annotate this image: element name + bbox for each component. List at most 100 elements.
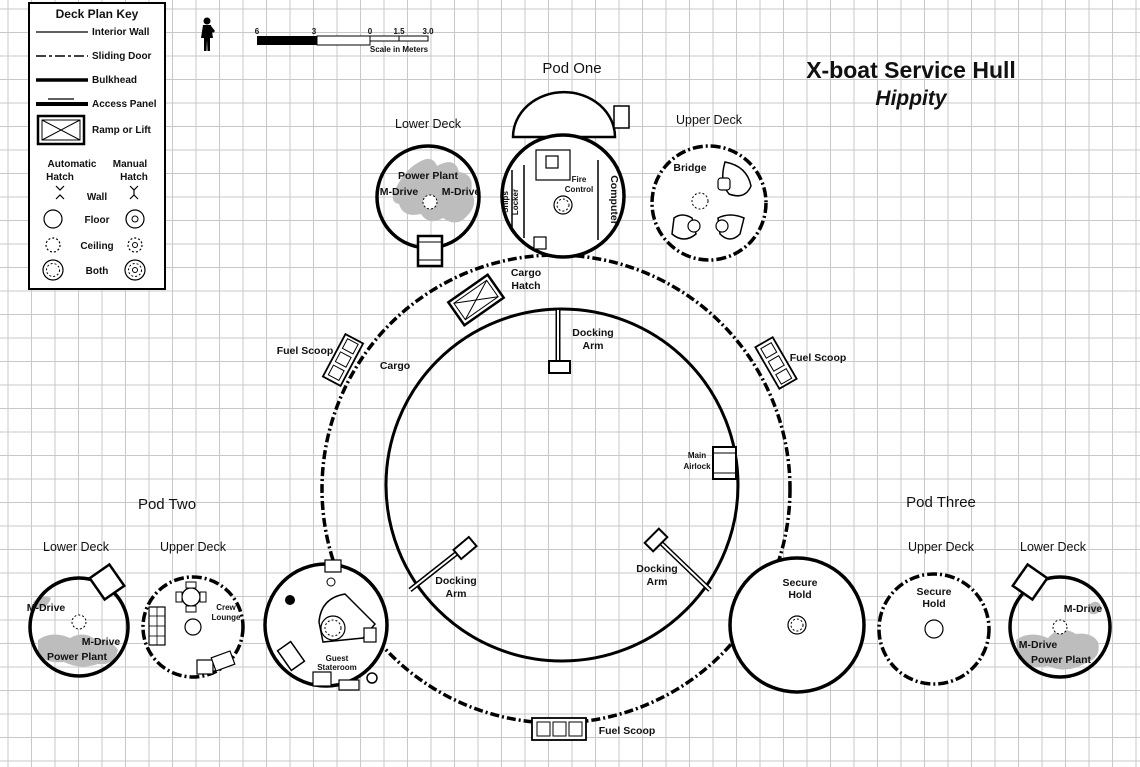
guest-desk-icon [312, 671, 332, 687]
guest-fixture-icon [366, 672, 378, 684]
inner-bulkhead-ring [384, 307, 740, 663]
scale-tick-3-0: 3.0 [422, 27, 434, 36]
pod-three-power-plant-label: Power Plant [1031, 654, 1092, 666]
crew-label: Crew [216, 603, 236, 612]
bridge-seat-icon [717, 177, 731, 191]
docking-arm-right [643, 527, 712, 592]
upper-hold-floor-hatch-icon [924, 619, 944, 639]
bridge-ceiling-hatch-icon [691, 192, 709, 210]
docking-arm-top [548, 310, 571, 374]
pod-three-upper-deck: Secure Hold [877, 572, 991, 686]
pod-two-lower-lift [87, 562, 127, 602]
deck-plan-key: Deck Plan Key Interior Wall Sliding Door… [28, 2, 166, 290]
secure-hold-left-label-2: Hold [788, 589, 811, 601]
main-airlock-label-1: Main [688, 451, 706, 460]
lounge-appliance-icon [196, 659, 214, 675]
pod-three-lower-deck-label: Lower Deck [1020, 540, 1087, 554]
pod-three-lower-deck: M-Drive M-Drive Power Plant [1008, 562, 1112, 679]
pod-two-upper-deck: Crew Lounge [141, 575, 245, 679]
secure-hold-upper-label-1: Secure [916, 586, 951, 598]
pod-one-ceiling-hatch-icon [422, 194, 438, 210]
page-title: X-boat Service Hull [806, 57, 1016, 83]
automatic-both-hatch-icon [42, 259, 64, 281]
pod-one-m-drive-left-label: M-Drive [380, 186, 419, 198]
docking-arm-left-label-1: Docking [435, 575, 476, 587]
docking-arm-right-label-2: Arm [646, 576, 667, 588]
key-manual-hatch: Hatch [120, 172, 148, 183]
fuel-scoop-bottom [531, 717, 587, 741]
pod-one-chair-icon [545, 155, 559, 169]
outer-hull-ring [320, 253, 792, 725]
key-access-panel: Access Panel [92, 99, 157, 110]
key-both: Both [86, 266, 109, 277]
manual-both-hatch-icon [124, 259, 146, 281]
pod-two-power-plant-label: Power Plant [47, 651, 108, 663]
pod-three-machinery-shading [1016, 629, 1099, 670]
key-manual: Manual [113, 159, 148, 170]
fuel-scoop-bottom-label: Fuel Scoop [599, 725, 656, 737]
lounge-label: Lounge [212, 613, 241, 622]
scale-tick-1-5: 1.5 [393, 27, 405, 36]
main-airlock-label-2: Airlock [683, 462, 711, 471]
docking-arm-right-label-1: Docking [636, 563, 677, 575]
cargo-hatch-ramp [446, 273, 506, 327]
secure-hold-upper-label-2: Hold [922, 598, 945, 610]
pod-one-lower-deck-label: Lower Deck [395, 117, 462, 131]
pod-one-main-deck: Ships Locker Fire Control Computer [500, 90, 630, 259]
guest-label: Guest [326, 654, 349, 663]
pod-one-upper-deck: Bridge [650, 144, 768, 262]
pod-one-computer-label: Computer [608, 175, 620, 225]
pod-two-m-drive-bottom-label: M-Drive [82, 636, 121, 648]
scale-tick-3: 3 [312, 27, 317, 36]
main-hull: Cargo Hatch Cargo Docking Arm Docking Ar… [277, 253, 846, 741]
docking-arm-top-label-1: Docking [572, 327, 613, 339]
automatic-floor-hatch-icon [43, 209, 63, 229]
key-automatic-hatch: Hatch [46, 172, 74, 183]
cargo-label: Cargo [380, 360, 410, 372]
automatic-wall-hatch-icon [55, 185, 65, 200]
pod-one-upper-deck-label: Upper Deck [676, 113, 743, 127]
pod-two: Pod Two Lower Deck Upper Deck M-Drive M-… [27, 496, 389, 691]
key-bulkhead: Bulkhead [92, 75, 137, 86]
pod-one-locker-label: Locker [511, 189, 520, 215]
fuel-scoop-left-label: Fuel Scoop [277, 345, 334, 357]
pod-three-upper-deck-label: Upper Deck [908, 540, 975, 554]
pod-two-m-drive-top-label: M-Drive [27, 602, 66, 614]
pod-three-lower-ceiling-hatch-icon [1052, 619, 1068, 635]
pod-one-title: Pod One [542, 60, 601, 77]
cargo-hatch-label-1: Cargo [511, 267, 541, 279]
guest-bed-icon [276, 640, 306, 672]
manual-floor-hatch-icon [125, 209, 145, 229]
pod-one-ships-label: Ships [501, 191, 510, 213]
lounge-floor-hatch-icon [184, 618, 202, 636]
key-interior-wall: Interior Wall [92, 27, 150, 38]
key-ceiling: Ceiling [80, 241, 113, 252]
pod-two-upper-deck-label: Upper Deck [160, 540, 227, 554]
scale-bar: 6 3 0 1.5 3.0 Scale in Meters [255, 27, 434, 54]
bridge-label: Bridge [673, 162, 706, 174]
human-silhouette-icon [201, 17, 215, 51]
docking-arm-top-label-2: Arm [582, 340, 603, 352]
pod-one-m-drive-right-label: M-Drive [442, 186, 481, 198]
pod-three-m-drive-left-label: M-Drive [1019, 639, 1058, 651]
pod-two-lower-ceiling-hatch-icon [71, 614, 87, 630]
pod-one-fixture-icon [533, 236, 547, 250]
pod-two-lower-deck-label: Lower Deck [43, 540, 110, 554]
cargo-hatch-label-2: Hatch [511, 280, 540, 292]
automatic-ceiling-hatch-icon [45, 237, 61, 253]
pod-two-machinery-shading [38, 634, 118, 667]
pod-one-machinery-shading [392, 158, 475, 223]
key-title: Deck Plan Key [56, 7, 139, 21]
pod-one-fire-label: Fire [572, 175, 587, 184]
pod-one-control-label: Control [565, 185, 593, 194]
manual-ceiling-hatch-icon [127, 237, 143, 253]
scale-tick-0: 0 [368, 27, 373, 36]
pod-one-lower-deck: Power Plant M-Drive M-Drive [375, 144, 481, 268]
pod-three: Pod Three Upper Deck Lower Deck Secure H… [728, 494, 1112, 694]
pod-three-m-drive-right-label: M-Drive [1064, 603, 1103, 615]
pod-one-lower-lift [416, 234, 444, 268]
key-automatic: Automatic [48, 159, 97, 170]
guest-floor-hatch-icon [320, 615, 346, 641]
guest-lamp-icon [285, 595, 295, 605]
pod-two-guest-stateroom: Guest Stateroom [263, 559, 389, 691]
